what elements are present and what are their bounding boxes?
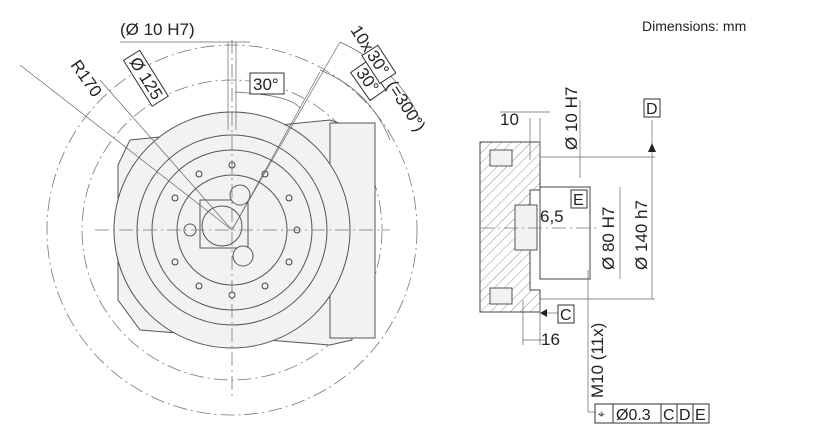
seal <box>514 204 538 251</box>
position-tolerance-icon: ⌖ <box>598 407 605 421</box>
bore-dimension: Ø 80 H7 <box>599 207 618 270</box>
svg-text:C: C <box>560 307 572 324</box>
svg-text:D: D <box>646 101 658 118</box>
section-view: 10 Ø 10 H7 D E 6,5 Ø 80 H7 Ø 140 h7 C 16… <box>479 87 710 424</box>
depth-10-dimension: 10 <box>500 110 519 129</box>
depth-6-5-dimension: 6,5 <box>540 207 564 226</box>
datum-e: E <box>570 189 588 209</box>
datum-d: D <box>643 98 661 118</box>
angle-dimension-1: 30° <box>249 72 285 95</box>
pin-hole-section-dimension: Ø 10 H7 <box>562 87 581 150</box>
spigot-dimension: Ø 140 h7 <box>632 200 651 270</box>
units-note: Dimensions: mm <box>642 18 746 34</box>
center-bore <box>201 205 243 247</box>
front-view: (Ø 10 H7) R170 Ø 125 30° 30° 10x 30° (=3… <box>19 20 430 416</box>
pin-hole-dimension: (Ø 10 H7) <box>120 20 195 39</box>
pin-hole <box>229 184 251 206</box>
feature-control-frame: ⌖ Ø0.3 C D E <box>594 403 710 424</box>
depth-16-dimension: 16 <box>541 330 560 349</box>
svg-text:Ø0.3: Ø0.3 <box>616 407 651 424</box>
svg-text:E: E <box>573 192 584 209</box>
svg-text:C: C <box>663 407 675 424</box>
svg-text:D: D <box>679 407 691 424</box>
radius-dimension: R170 <box>67 56 106 100</box>
svg-text:E: E <box>695 407 706 424</box>
svg-text:30°: 30° <box>253 75 279 94</box>
svg-text:Ø 125: Ø 125 <box>126 54 167 103</box>
thread-dimension: M10 (11x) <box>588 323 607 398</box>
svg-text:(=300°): (=300°) <box>383 77 430 135</box>
datum-c: C <box>557 304 575 324</box>
bearing-bottom <box>489 287 513 305</box>
bearing-top <box>489 149 513 167</box>
output-flange-section <box>539 186 591 280</box>
bolt-hole <box>232 245 254 267</box>
